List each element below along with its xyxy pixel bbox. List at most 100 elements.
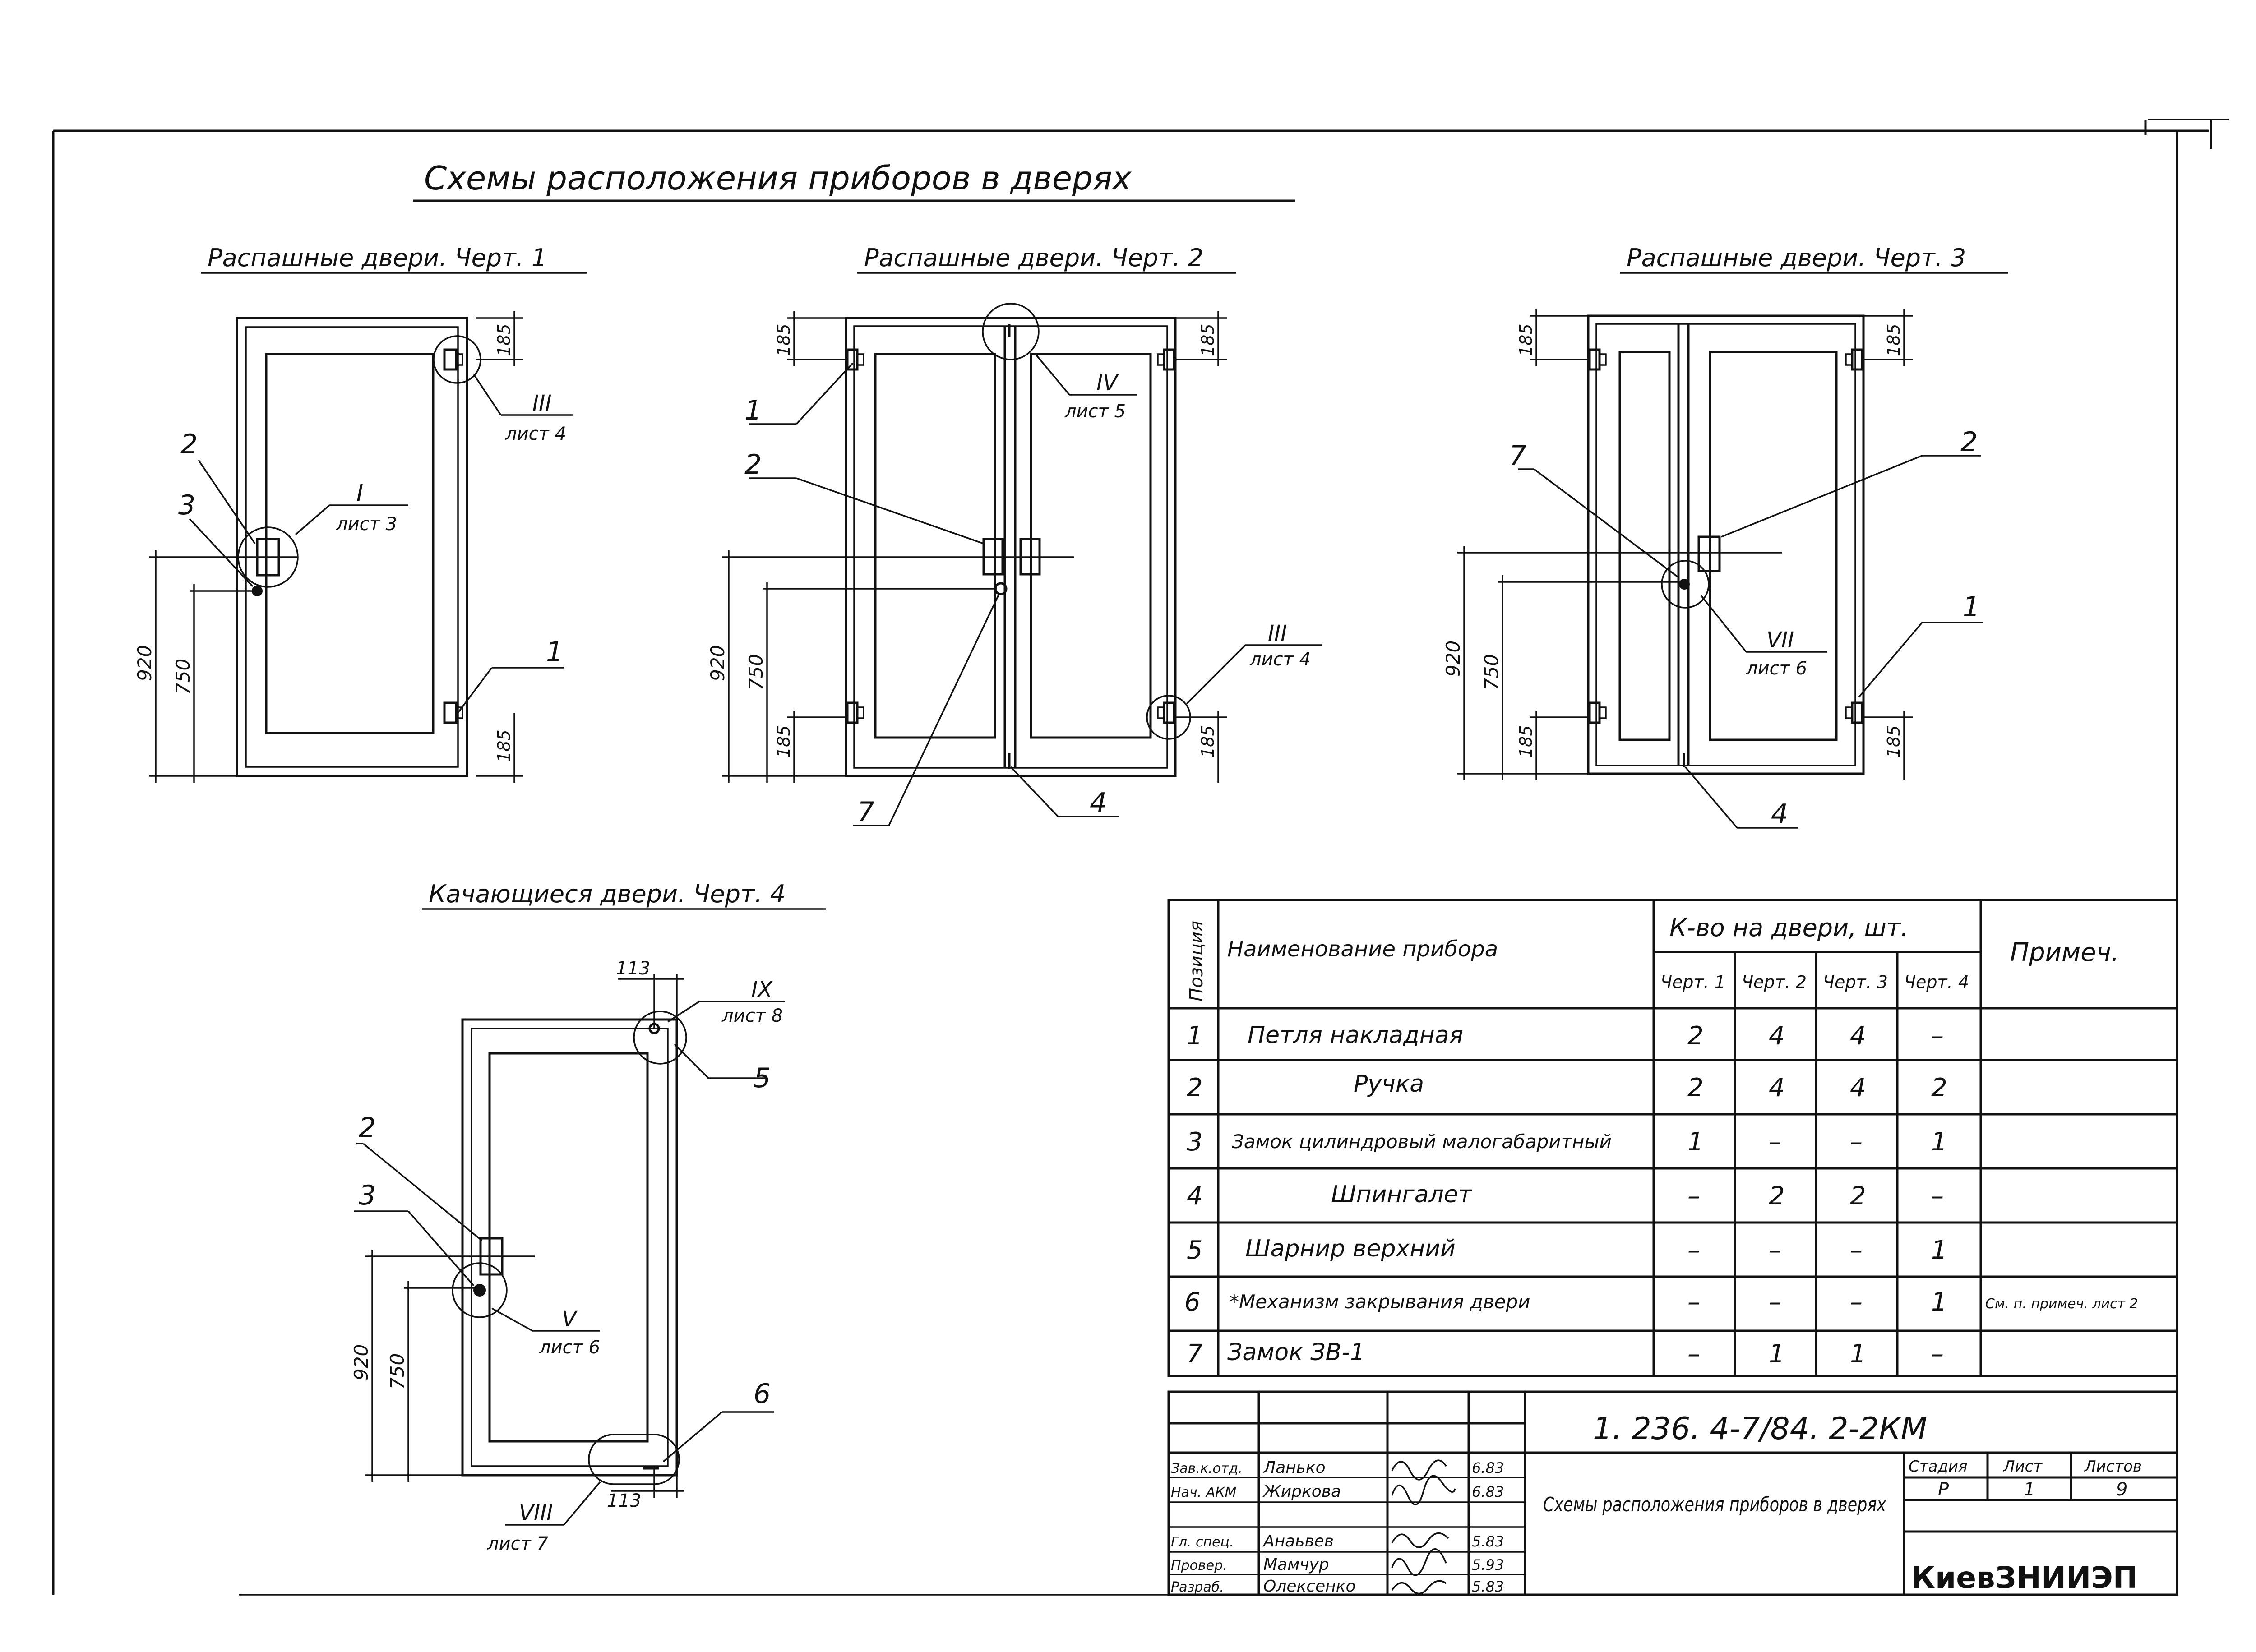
callout-1: 1 <box>744 395 762 426</box>
main-title: Схемы расположения приборов в дверях <box>424 159 1132 197</box>
door-3 <box>1587 314 1865 775</box>
dim-750: 750 <box>386 1353 408 1389</box>
table-row: 7 Замок ЗВ-1 – 1 1 – <box>1187 1339 1944 1369</box>
dim-185-tr: 185 <box>1198 323 1218 356</box>
row-qty: 2 <box>1769 1181 1785 1211</box>
callout-2: 2 <box>359 1112 376 1144</box>
sheet-value: 1 <box>2024 1479 2035 1500</box>
row-qty: – <box>1769 1287 1781 1317</box>
door-1 <box>236 317 468 777</box>
detail-III-sheet: лист 4 <box>505 424 566 444</box>
dim-185-br: 185 <box>1198 725 1218 758</box>
row-name: Петля накладная <box>1248 1022 1463 1049</box>
row-qty: 2 <box>1687 1021 1704 1051</box>
callout-4: 4 <box>1771 798 1788 830</box>
row-qty: – <box>1687 1339 1700 1369</box>
row-qty: – <box>1687 1287 1700 1317</box>
date: 5.93 <box>1472 1556 1504 1574</box>
dim-185-bl: 185 <box>774 725 794 758</box>
detail-circle <box>452 1262 508 1318</box>
row-name: *Механизм закрывания двери <box>1230 1291 1530 1313</box>
detail-VIII-sheet: лист 7 <box>487 1533 549 1554</box>
callout-4: 4 <box>1090 787 1107 819</box>
sheet-frame <box>52 119 2229 1596</box>
row-name: Шпингалет <box>1331 1181 1473 1208</box>
row-pos: 3 <box>1187 1127 1203 1157</box>
detail-IV: IV <box>1096 370 1119 396</box>
signature-scribble <box>1391 1475 1456 1505</box>
row-qty: 4 <box>1769 1073 1785 1103</box>
detail-III: III <box>532 391 551 416</box>
row-name: Замок ЗВ-1 <box>1227 1339 1365 1366</box>
date: 5.83 <box>1472 1578 1504 1595</box>
door-2 <box>845 317 1177 777</box>
header-col-3: Черт. 3 <box>1823 972 1888 992</box>
detail-VII-sheet: лист 6 <box>1746 658 1807 679</box>
person-name: Мамчур <box>1263 1555 1329 1574</box>
detail-I-sheet: лист 3 <box>336 514 397 535</box>
role: Нач. АКМ <box>1171 1485 1237 1500</box>
row-qty: – <box>1850 1127 1863 1157</box>
dim-185-br: 185 <box>1884 725 1904 758</box>
hinge-icon <box>1845 701 1863 724</box>
header-col-2: Черт. 2 <box>1742 972 1807 992</box>
row-qty: – <box>1931 1181 1944 1211</box>
row-qty: 1 <box>1931 1287 1947 1317</box>
detail-IX-sheet: лист 8 <box>721 1006 783 1026</box>
signature-row: Провер. Мамчур 5.93 <box>1171 1555 1504 1574</box>
stage-label: Стадия <box>1909 1458 1967 1476</box>
dim-750: 750 <box>745 654 767 690</box>
detail-circle <box>1661 560 1710 609</box>
detail-VIII: VIII <box>519 1500 553 1526</box>
hinge-icon <box>1157 701 1175 724</box>
table-row: 4 Шпингалет – 2 2 – <box>1187 1181 1944 1211</box>
row-qty: – <box>1687 1181 1700 1211</box>
hinge-icon <box>443 348 463 371</box>
title-block: 1. 236. 4-7/84. 2-2КМ Схемы расположения… <box>1167 1390 2178 1596</box>
row-pos: 4 <box>1187 1181 1203 1211</box>
sheet-title-line: Схемы расположения приборов в дверях <box>1543 1493 1886 1516</box>
row-pos: 6 <box>1184 1287 1201 1317</box>
detail-circle <box>982 303 1040 360</box>
detail-III-sheet: лист 4 <box>1249 649 1311 670</box>
table-row: 2 Ручка 2 4 4 2 <box>1187 1071 1947 1103</box>
detail-circle <box>588 1434 680 1485</box>
row-note: См. п. примеч. лист 2 <box>1985 1296 2138 1312</box>
dim-920: 920 <box>707 645 729 681</box>
hinge-icon <box>1845 348 1863 371</box>
dim-185-bottom: 185 <box>494 729 514 762</box>
lock-cylinder-icon <box>1679 579 1690 590</box>
detail-V-sheet: лист 6 <box>539 1337 600 1358</box>
row-qty: – <box>1850 1287 1863 1317</box>
row-name: Замок цилиндровый малогабаритный <box>1232 1131 1612 1153</box>
dim-750: 750 <box>1480 654 1502 690</box>
drawing-2-heading: Распашные двери. Черт. 2 <box>864 244 1203 272</box>
callout-3: 3 <box>359 1180 376 1211</box>
hinge-icon <box>1588 348 1607 371</box>
hinge-icon <box>1588 701 1607 724</box>
detail-circle <box>633 1011 687 1065</box>
row-qty: – <box>1769 1236 1781 1265</box>
row-qty: 2 <box>1850 1181 1866 1211</box>
row-pos: 5 <box>1187 1236 1203 1265</box>
dim-113-bottom: 113 <box>607 1490 641 1511</box>
callout-2: 2 <box>744 449 762 480</box>
row-qty: – <box>1850 1236 1863 1265</box>
row-name: Ручка <box>1354 1071 1424 1098</box>
detail-III: III <box>1268 621 1287 646</box>
sheets-value: 9 <box>2116 1479 2127 1500</box>
dim-185-top: 185 <box>494 323 514 356</box>
date: 6.83 <box>1472 1483 1504 1500</box>
drawing-2: Распашные двери. Черт. 2 185 185 <box>707 244 1322 828</box>
detail-I: I <box>356 480 363 507</box>
callout-5: 5 <box>754 1062 771 1094</box>
detail-IX: IX <box>751 977 773 1002</box>
drawing-1: Распашные двери. Черт. 1 185 185 920 750… <box>134 244 587 783</box>
hinge-icon <box>846 701 864 724</box>
person-name: Анаьвев <box>1262 1532 1334 1550</box>
row-qty: – <box>1931 1339 1944 1369</box>
row-qty: 4 <box>1769 1021 1785 1051</box>
callout-2: 2 <box>1960 426 1978 458</box>
signature-scribble <box>1391 1580 1447 1595</box>
handle-icon <box>1697 535 1721 572</box>
